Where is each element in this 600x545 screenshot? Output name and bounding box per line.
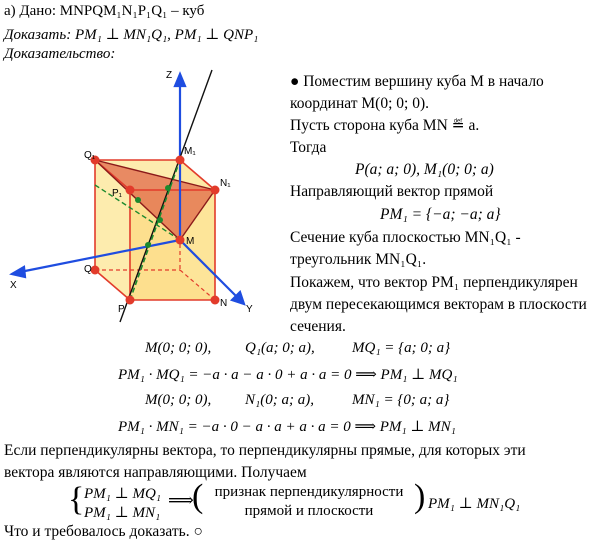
- right-line-12: сечения.: [290, 318, 346, 335]
- label-z: Z: [166, 70, 172, 81]
- right-line-1: ● Поместим вершину куба M в начало: [290, 73, 544, 90]
- eq-3b: N₁(0; a; a),: [245, 392, 314, 408]
- label-n: N: [220, 298, 227, 309]
- eq-1b: Q₁(a; 0; a),: [245, 340, 315, 356]
- vertex-q: [90, 265, 100, 275]
- result: PM₁ ⊥ MN₁Q₁: [428, 496, 521, 512]
- eq-4: PM₁ · MN₁ = −a · 0 − a · a + a · a = 0 ⟹…: [118, 419, 456, 435]
- label-p: P: [118, 304, 125, 315]
- right-line-8: Сечение куба плоскостью MN₁Q₁ -: [290, 229, 521, 246]
- cube-figure: Z X Y Q₁ M₁ N₁ P₁ Q M N P: [9, 69, 253, 323]
- label-m1: M₁: [184, 146, 196, 157]
- system-line-2: PM₁ ⊥ MN₁: [84, 505, 161, 521]
- vertex-p1: [125, 185, 135, 195]
- vertex-m1: [175, 155, 185, 165]
- eq-1c: MQ₁ = {a; 0; a}: [352, 340, 451, 356]
- label-q1: Q₁: [84, 150, 96, 161]
- vertex-q1: [90, 155, 100, 165]
- vertex-m: [175, 235, 185, 245]
- right-line-4: Тогда: [290, 139, 327, 156]
- criterion-line-2: прямой и плоскости: [244, 503, 374, 519]
- eq-3c: MN₁ = {0; a; a}: [352, 392, 450, 408]
- right-line-2: координат M(0; 0; 0).: [290, 95, 429, 112]
- eq-2: PM₁ · MQ₁ = −a · a − a · 0 + a · a = 0 ⟹…: [118, 367, 458, 383]
- vertex-n1: [210, 185, 220, 195]
- right-line-3: Пусть сторона куба MN ≝ a.: [290, 117, 480, 134]
- x-axis: [19, 238, 181, 274]
- system-brace: {: [68, 481, 85, 518]
- right-line-10: Покажем, что вектор PM₁ перпендикулярен: [290, 274, 578, 291]
- system-line-1: PM₁ ⊥ MQ₁: [84, 486, 162, 502]
- right-line-9: треугольник MN₁Q₁.: [290, 251, 427, 268]
- y-axis: [179, 239, 239, 299]
- paren-left: (: [192, 478, 204, 515]
- right-line-5: P(a; a; 0), M₁(0; 0; a): [355, 161, 494, 178]
- right-line-6: Направляющий вектор прямой: [290, 183, 494, 200]
- label-y: Y: [246, 304, 253, 315]
- criterion-line-1: признак перпендикулярности: [214, 484, 404, 500]
- implies-arrow: ⟹: [168, 490, 194, 510]
- label-q: Q: [84, 264, 92, 275]
- eq-3a: M(0; 0; 0),: [145, 392, 212, 408]
- text-line-1: Если перпендикулярны вектора, то перпенд…: [4, 442, 526, 459]
- right-line-11: двум пересекающимся векторам в плоскости: [290, 296, 587, 313]
- label-m: M: [186, 236, 194, 247]
- line-pm1: [119, 69, 213, 323]
- prove-line: Доказать: PM₁ ⊥ MN₁Q₁, PM₁ ⊥ QNP₁: [4, 27, 259, 43]
- label-x: X: [10, 280, 17, 291]
- vertex-n: [210, 295, 220, 305]
- label-n1: N₁: [220, 178, 231, 189]
- given-line: а) Дано: MNPQM₁N₁P₁Q₁ – куб: [4, 3, 205, 19]
- vertex-p: [125, 295, 135, 305]
- proof-heading: Доказательство:: [4, 46, 116, 62]
- eq-1a: M(0; 0; 0),: [145, 340, 212, 356]
- section-triangle: [95, 160, 215, 240]
- conclusion: Что и требовалось доказать. ○: [4, 523, 203, 540]
- text-line-2: вектора являются направляющими. Получаем: [4, 464, 307, 481]
- paren-right: ): [414, 478, 426, 515]
- label-p1: P₁: [112, 188, 123, 199]
- right-line-7: PM₁ = {−a; −a; a}: [380, 206, 501, 223]
